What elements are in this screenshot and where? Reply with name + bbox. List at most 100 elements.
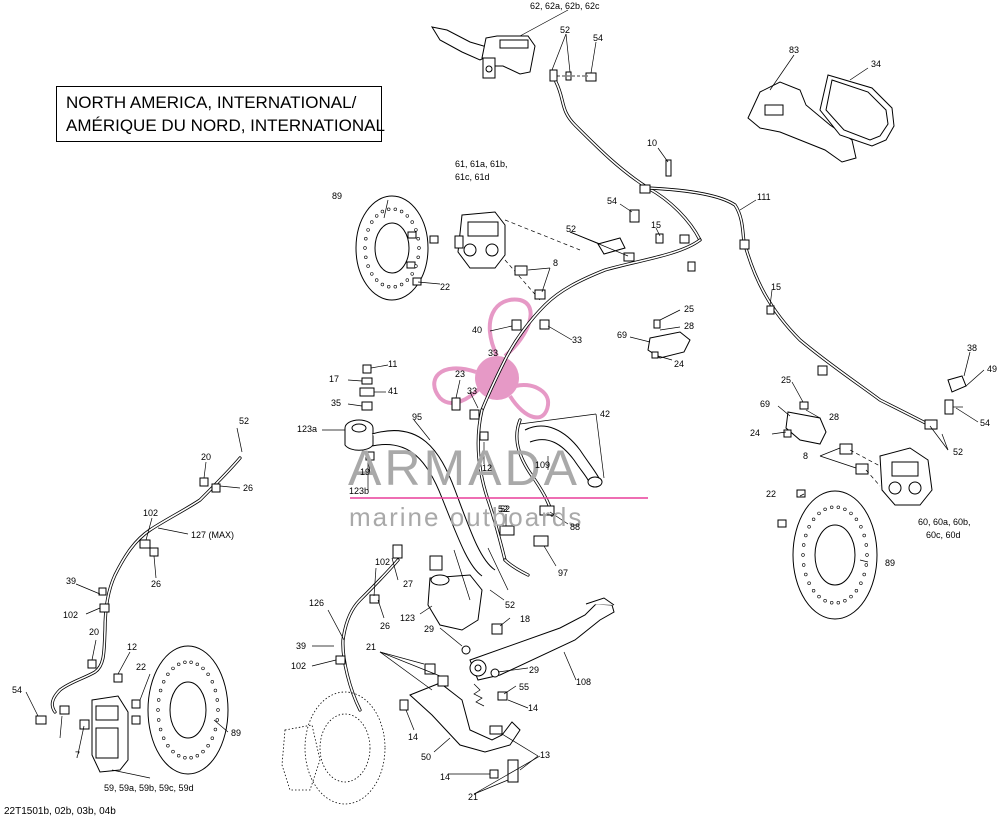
callout-label: 52 <box>953 447 963 457</box>
callout-label: 23 <box>455 369 465 379</box>
callout-label: 60c, 60d <box>926 530 961 540</box>
callout-label: 52 <box>505 600 515 610</box>
callout-label: 49 <box>987 364 997 374</box>
callout-label: 15 <box>651 220 661 230</box>
watermark-logo <box>432 297 551 420</box>
callout-label: 33 <box>572 335 582 345</box>
brake-line-upper <box>476 80 937 577</box>
banjo-bolt-top <box>549 69 597 82</box>
callout-label: 123a <box>297 424 317 434</box>
callout-label: 33 <box>467 386 477 396</box>
handlebar-master-cylinder <box>430 26 536 79</box>
callout-label: 38 <box>967 343 977 353</box>
callout-label: 7 <box>75 750 80 760</box>
callout-label: 102 <box>63 610 78 620</box>
callout-label: 22 <box>136 662 146 672</box>
bracket-69-upper <box>647 319 691 359</box>
callout-label: 28 <box>684 321 694 331</box>
callout-label: 29 <box>424 624 434 634</box>
callout-label: 102 <box>291 661 306 671</box>
callout-label: 54 <box>607 196 617 206</box>
callout-label: 12 <box>127 642 137 652</box>
region-title-box: NORTH AMERICA, INTERNATIONAL/ AMÉRIQUE D… <box>56 86 385 142</box>
front-right-caliper <box>839 443 933 506</box>
callout-label: 52 <box>498 504 508 514</box>
callout-label: 50 <box>421 752 431 762</box>
callout-label: 52 <box>239 416 249 426</box>
right-fittings <box>924 375 967 430</box>
callout-label: 126 <box>309 598 324 608</box>
callout-label: 52 <box>566 224 576 234</box>
callout-label: 28 <box>829 412 839 422</box>
callout-label: 61c, 61d <box>455 172 490 182</box>
callout-label: 111 <box>757 192 771 202</box>
callout-label: 60, 60a, 60b, <box>918 517 971 527</box>
callout-label: 33 <box>488 348 498 358</box>
callout-label: 123b <box>349 486 369 496</box>
callout-label: 25 <box>684 304 694 314</box>
callout-label: 123 <box>400 613 415 623</box>
left-disc <box>147 645 229 775</box>
clips <box>469 184 828 420</box>
callout-label: 102 <box>143 508 158 518</box>
callout-label: 39 <box>66 576 76 586</box>
reservoir-hose <box>371 430 496 577</box>
rear-master-cylinder <box>392 544 503 635</box>
callout-label: 69 <box>617 330 627 340</box>
callout-label: 24 <box>674 359 684 369</box>
callout-label: 22 <box>440 282 450 292</box>
callout-label: 35 <box>331 398 341 408</box>
watermark-tagline: marine outboards <box>349 502 583 532</box>
callout-label: 11 <box>388 359 397 369</box>
callout-label: 59, 59a, 59b, 59c, 59d <box>104 783 194 793</box>
disc-holes <box>363 207 421 289</box>
callout-label: 21 <box>366 642 376 652</box>
callout-label: 13 <box>540 750 550 760</box>
caliper-bolts <box>514 159 775 315</box>
callout-label: 62, 62a, 62b, 62c <box>530 1 600 11</box>
callout-label: 14 <box>528 703 538 713</box>
hose-42 <box>451 319 555 547</box>
callout-label: 127 (MAX) <box>191 530 234 540</box>
callout-label: 18 <box>520 614 530 624</box>
callout-label: 61, 61a, 61b, <box>455 159 508 169</box>
callout-label: 89 <box>332 191 342 201</box>
callout-label: 14 <box>408 732 418 742</box>
small-fittings <box>453 525 515 601</box>
callout-label: 21 <box>468 792 478 802</box>
callout-label: 10 <box>647 138 657 148</box>
front-left-disc <box>355 195 439 301</box>
diagram-code: 22T1501b, 02b, 03b, 04b <box>4 806 116 817</box>
pedal-bracket <box>399 663 521 783</box>
callout-label: 22 <box>766 489 776 499</box>
left-brake-line <box>35 456 242 725</box>
disc-holes <box>801 505 869 605</box>
front-left-caliper <box>454 211 581 301</box>
callout-label: 97 <box>558 568 568 578</box>
callout-label: 29 <box>529 665 539 675</box>
callout-label: 108 <box>576 677 591 687</box>
callout-label: 52 <box>500 504 510 514</box>
callout-label: 8 <box>553 258 558 268</box>
callout-label: 69 <box>760 399 770 409</box>
callout-label: 26 <box>380 621 390 631</box>
callout-label: 26 <box>151 579 161 589</box>
callout-label: 14 <box>440 772 450 782</box>
callout-label: 19 <box>360 467 370 477</box>
callout-label: 12 <box>482 463 492 473</box>
callout-label: 15 <box>771 282 781 292</box>
title-line-2: AMÉRIQUE DU NORD, INTERNATIONAL <box>66 116 385 135</box>
callout-label: 88 <box>570 522 580 532</box>
watermark-brand: ARMADA <box>348 440 580 496</box>
callout-label: 27 <box>403 579 413 589</box>
callout-label: 26 <box>243 483 253 493</box>
instrument-bracket <box>747 74 895 163</box>
rear-brake-line <box>335 558 400 712</box>
disc-holes <box>156 660 220 760</box>
callout-label: 20 <box>201 452 211 462</box>
callout-label: 55 <box>519 682 529 692</box>
callout-label: 95 <box>412 412 422 422</box>
